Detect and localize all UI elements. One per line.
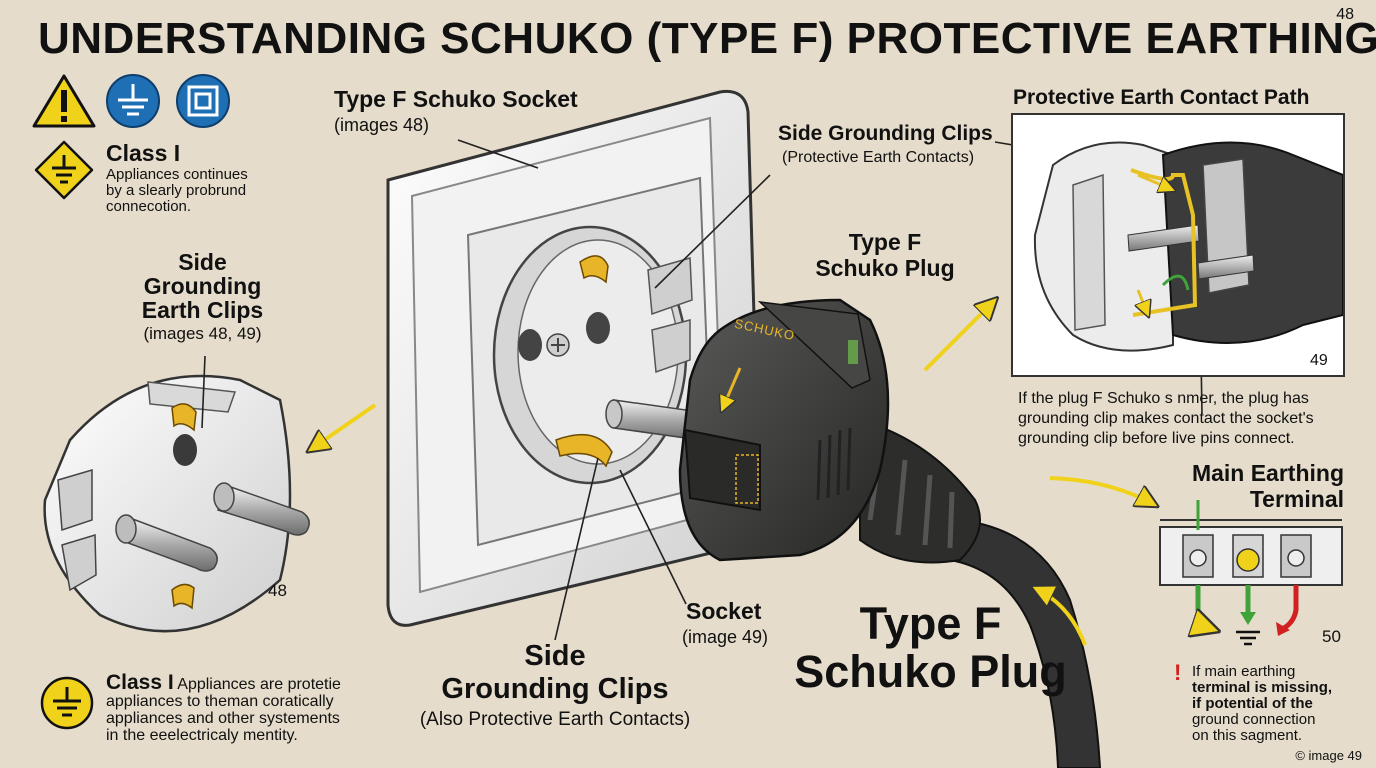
plug-label-big-line: Schuko Plug xyxy=(794,646,1067,697)
class1-top-line: by a slearly probrund xyxy=(106,182,247,199)
class1-bottom-line: appliances and other systements xyxy=(106,710,340,727)
warning-note: If main earthing terminal is missing, if… xyxy=(1192,664,1332,744)
side-clips-bottom-line: Side xyxy=(524,640,586,672)
inset-caption-line: grounding clip before live pins connect. xyxy=(1018,430,1295,447)
inset-panel xyxy=(1011,113,1345,377)
socket-small-label: Socket xyxy=(686,598,762,624)
main-terminal-line: Main Earthing xyxy=(1191,460,1344,486)
inset-caption-line: grounding clip makes contact the socket'… xyxy=(1018,410,1314,427)
side-clips-left-label: Side Grounding Earth Clips xyxy=(100,250,305,322)
warning-note-line: If main earthing xyxy=(1192,663,1296,680)
class1-bottom-first: Appliances are protetie xyxy=(177,676,341,693)
class1-bottom-line: appliances to theman coratically xyxy=(106,693,334,710)
side-clips-left-number: 48 xyxy=(268,581,287,600)
socket-title-label: Type F Schuko Socket xyxy=(334,86,578,112)
class1-bottom-block: Class I Appliances are protetie applianc… xyxy=(106,671,341,744)
side-clips-left-line: Grounding xyxy=(143,273,262,299)
yellow-arrows xyxy=(310,300,1155,646)
inset-caption: If the plug F Schuko s nmer, the plug ha… xyxy=(1018,389,1314,449)
warning-icon xyxy=(32,74,96,128)
warning-note-mark: ! xyxy=(1174,660,1182,685)
earth-circle-icon xyxy=(40,676,94,730)
side-clips-left-line: Side xyxy=(178,249,227,275)
plug-label-small: Type F Schuko Plug xyxy=(790,229,980,281)
side-clips-top-sub: (Protective Earth Contacts) xyxy=(782,149,975,166)
class1-bottom-line: in the eeelectricaly mentity. xyxy=(106,727,298,744)
side-clips-top-label: Side Grounding Clips xyxy=(778,122,993,145)
side-clips-bottom-sub: (Also Protective Earth Contacts) xyxy=(419,709,691,730)
schuko-plug-illustration xyxy=(678,298,1102,768)
main-terminal-number: 50 xyxy=(1322,627,1341,646)
inset-number: 49 xyxy=(1310,352,1328,369)
inset-title: Protective Earth Contact Path xyxy=(1013,86,1310,109)
class1-top-line: Appliances continues xyxy=(106,166,248,183)
main-terminal-label: Main Earthing Terminal xyxy=(1160,460,1344,512)
class1-top-body: Appliances continues by a slearly probru… xyxy=(106,167,248,215)
socket-title-sub: (images 48) xyxy=(334,115,430,135)
class1-bottom-heading: Class I xyxy=(106,671,174,694)
side-clips-left-sub: (images 48, 49) xyxy=(143,324,262,343)
main-terminal-line: Terminal xyxy=(1249,486,1344,512)
warning-note-line: ground connection xyxy=(1192,711,1316,728)
plug-label-small-line: Type F xyxy=(848,229,922,255)
page-number: 48 xyxy=(1336,6,1354,23)
side-clips-bottom-label: Side Grounding Clips xyxy=(400,640,710,706)
warning-note-line: on this sagment. xyxy=(1192,727,1303,744)
earth-warning-icon xyxy=(34,140,94,200)
page-title: UNDERSTANDING SCHUKO (TYPE F) PROTECTIVE… xyxy=(38,14,1376,63)
double-insulation-icon xyxy=(176,74,230,128)
plug-label-big-line: Type F xyxy=(859,598,1002,649)
plug-label-small-line: Schuko Plug xyxy=(815,255,955,281)
class1-top-heading: Class I xyxy=(106,140,181,166)
side-clips-bottom-line: Grounding Clips xyxy=(441,673,669,705)
socket-small-sub: (image 49) xyxy=(682,627,769,647)
image-credit: © image 49 xyxy=(1295,748,1362,763)
warning-note-line: terminal is missing, xyxy=(1192,679,1333,696)
main-earthing-terminal-illustration xyxy=(1159,500,1343,646)
plug-label-big: Type F Schuko Plug xyxy=(788,600,1073,696)
earth-symbol-icon xyxy=(106,74,160,128)
wall-socket-illustration xyxy=(386,89,762,627)
inset-illustration xyxy=(1033,141,1343,352)
socket-face-illustration xyxy=(43,374,310,633)
side-clips-left-line: Earth Clips xyxy=(141,297,264,323)
warning-note-line: if potential of the xyxy=(1192,695,1313,712)
inset-caption-line: If the plug F Schuko s nmer, the plug ha… xyxy=(1018,390,1309,407)
class1-top-line: connecotion. xyxy=(106,198,192,215)
